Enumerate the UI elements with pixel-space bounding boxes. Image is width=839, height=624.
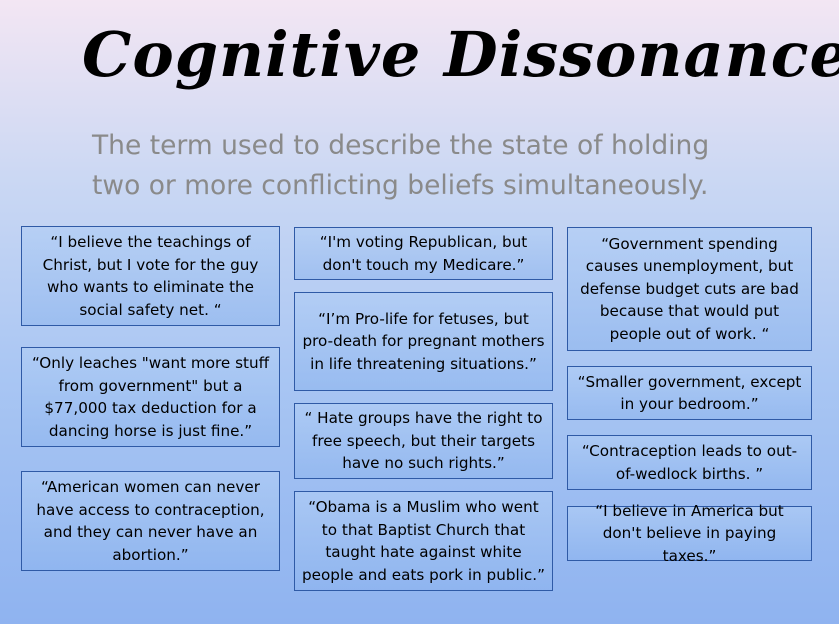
quote-text: “Obama is a Muslim who went to that Bapt… (302, 498, 545, 584)
quote-box-women: “American women can never have access to… (21, 471, 280, 571)
page-title: Cognitive Dissonance (82, 18, 839, 91)
quote-text: “Smaller government, except in your bedr… (577, 372, 802, 414)
definition-text: The term used to describe the state of h… (92, 126, 792, 206)
quote-text: “ Hate groups have the right to free spe… (304, 409, 543, 473)
definition-line-1: The term used to describe the state of h… (92, 130, 710, 161)
quote-box-leaches: “Only leaches "want more stuff from gove… (21, 347, 280, 447)
quote-box-obama: “Obama is a Muslim who went to that Bapt… (294, 491, 553, 591)
quote-text: “I believe in America but don't believe … (595, 501, 784, 565)
quote-text: “I’m Pro-life for fetuses, but pro-death… (302, 309, 545, 373)
quote-box-medicare: “I'm voting Republican, but don't touch … (294, 227, 553, 280)
quote-text: “Government spending causes unemployment… (580, 234, 799, 343)
quote-box-spending: “Government spending causes unemployment… (567, 227, 812, 351)
quote-text: “Contraception leads to out-of-wedlock b… (581, 442, 798, 483)
quote-text: “I believe the teachings of Christ, but … (42, 233, 259, 319)
quote-box-contraception: “Contraception leads to out-of-wedlock b… (567, 435, 812, 490)
quote-text: “Only leaches "want more stuff from gove… (31, 354, 270, 440)
quote-text: “I'm voting Republican, but don't touch … (319, 233, 528, 274)
quote-box-prolife: “I’m Pro-life for fetuses, but pro-death… (294, 292, 553, 391)
quote-box-hate-groups: “ Hate groups have the right to free spe… (294, 403, 553, 479)
definition-line-2: two or more conflicting beliefs simultan… (92, 170, 709, 201)
quote-box-taxes: “I believe in America but don't believe … (567, 502, 812, 565)
quote-box-christ: “I believe the teachings of Christ, but … (21, 226, 280, 326)
quote-text: “American women can never have access to… (36, 478, 265, 564)
quote-box-smaller-government: “Smaller government, except in your bedr… (567, 366, 812, 420)
